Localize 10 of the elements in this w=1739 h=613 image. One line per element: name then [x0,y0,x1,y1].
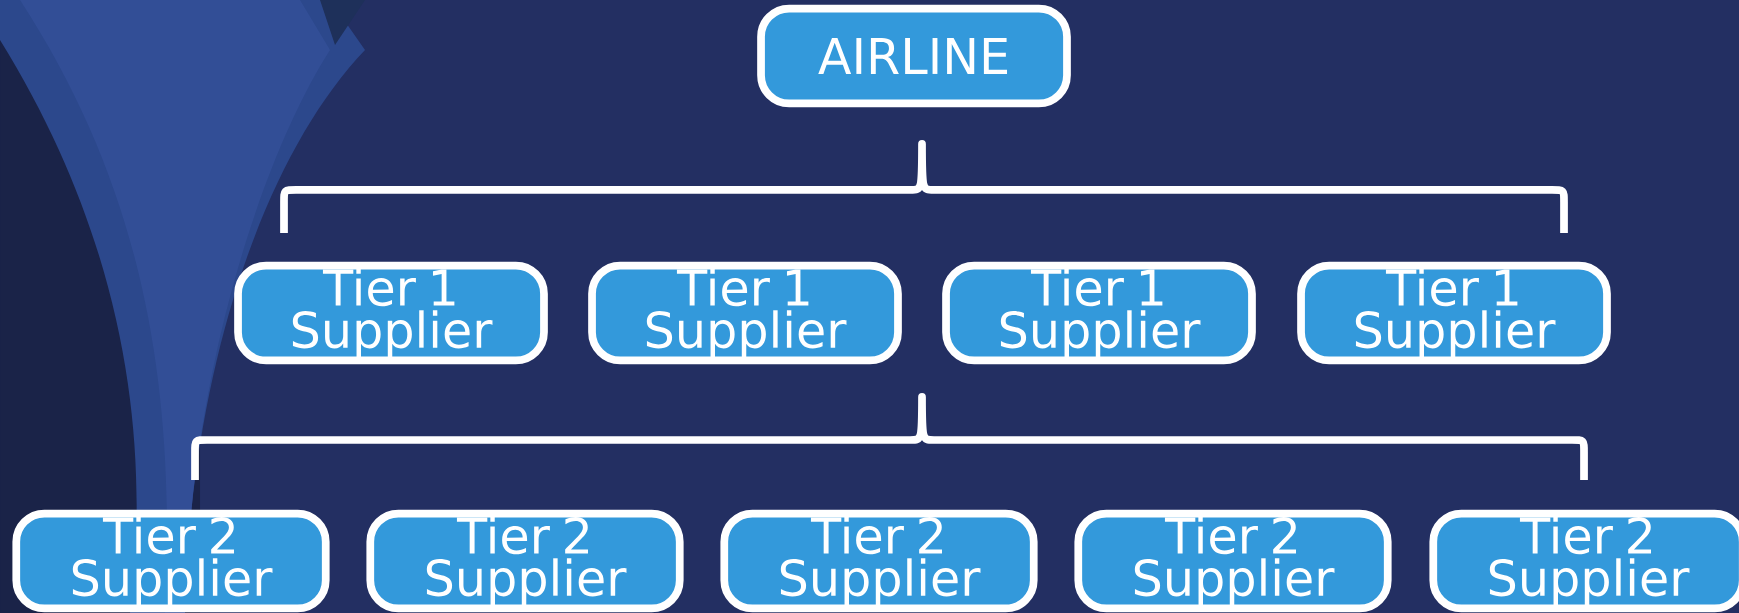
supplier-box: Tier 2 Supplier [366,509,684,613]
supplier-box: Tier 1 Supplier [1297,261,1611,365]
supplier-box: Tier 2 Supplier [1074,509,1392,613]
supplier-box: Tier 2 Supplier [12,509,330,613]
supplier-box: AIRLINE [757,4,1071,108]
supplier-box: Tier 2 Supplier [720,509,1038,613]
supplier-box: Tier 1 Supplier [588,261,902,365]
supplier-box: Tier 2 Supplier [1429,509,1739,613]
supplier-box: Tier 1 Supplier [234,261,548,365]
supplier-box: Tier 1 Supplier [942,261,1256,365]
